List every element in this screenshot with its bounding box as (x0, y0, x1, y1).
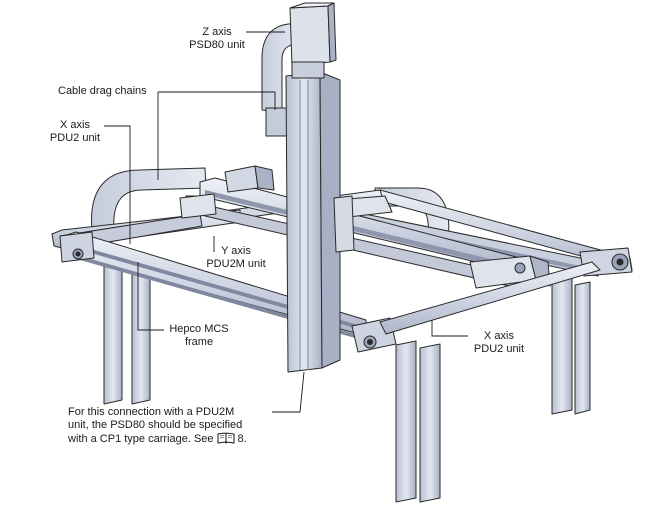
leader-x-axis-right (431, 320, 468, 337)
z-motor (289, 5, 331, 67)
cable-drag-chains (91, 23, 450, 241)
label-y-axis-line2: PDU2M unit (206, 258, 266, 270)
leader-lines (104, 31, 468, 413)
leader-frame (137, 262, 164, 331)
label-x-axis-left-line2: PDU2 unit (49, 132, 101, 144)
label-z-axis-line2: PSD80 unit (189, 39, 245, 51)
label-cable-chains: Cable drag chains (58, 85, 147, 98)
note-connection: For this connection with a PDU2M unit, t… (68, 406, 247, 446)
label-x-axis-right-line1: X axis (484, 330, 514, 342)
beam-right-front (379, 261, 601, 335)
label-frame-line2: frame (184, 336, 214, 348)
note-line3a: with a CP1 type carriage. See (68, 433, 214, 445)
label-y-axis: Y axis PDU2M unit (200, 245, 272, 271)
label-cable-chains-line1: Cable drag chains (58, 85, 147, 97)
label-z-axis-line1: Z axis (202, 26, 232, 38)
note-line3b: 8. (237, 433, 247, 445)
label-x-axis-left-line1: X axis (60, 119, 90, 131)
leader-note (272, 371, 305, 413)
z-axis-unit (285, 2, 355, 373)
frame-legs (103, 253, 591, 503)
note-line1: For this connection with a PDU2M (68, 406, 235, 418)
leader-cable-chains (158, 91, 276, 110)
leg-back-left (103, 253, 123, 405)
book-icon (217, 432, 235, 444)
corner-front-left (59, 231, 95, 263)
label-x-axis-left: X axis PDU2 unit (46, 119, 104, 145)
z-column (285, 71, 323, 373)
label-z-axis: Z axis PSD80 unit (188, 26, 246, 52)
y-motor (224, 165, 259, 193)
leg-back-left-b (131, 257, 151, 405)
label-frame-line1: Hepco MCS (169, 323, 229, 335)
label-x-axis-right-line2: PDU2 unit (473, 343, 525, 355)
note-line3: with a CP1 type carriage. See 8. (68, 432, 247, 446)
leg-front-left (395, 340, 417, 503)
leader-x-axis-left (104, 125, 131, 244)
leg-front-right (419, 343, 441, 503)
drag-chain-left (91, 167, 207, 231)
leg-back-right (551, 275, 573, 415)
label-frame: Hepco MCS frame (166, 323, 232, 349)
z-carriage (333, 195, 355, 253)
label-x-axis-right: X axis PDU2 unit (470, 330, 528, 356)
label-y-axis-line1: Y axis (221, 245, 251, 257)
leg-back-right-b (574, 281, 591, 415)
note-line2: unit, the PSD80 should be specified (68, 419, 243, 431)
x-axis-carriage-left (179, 193, 217, 219)
